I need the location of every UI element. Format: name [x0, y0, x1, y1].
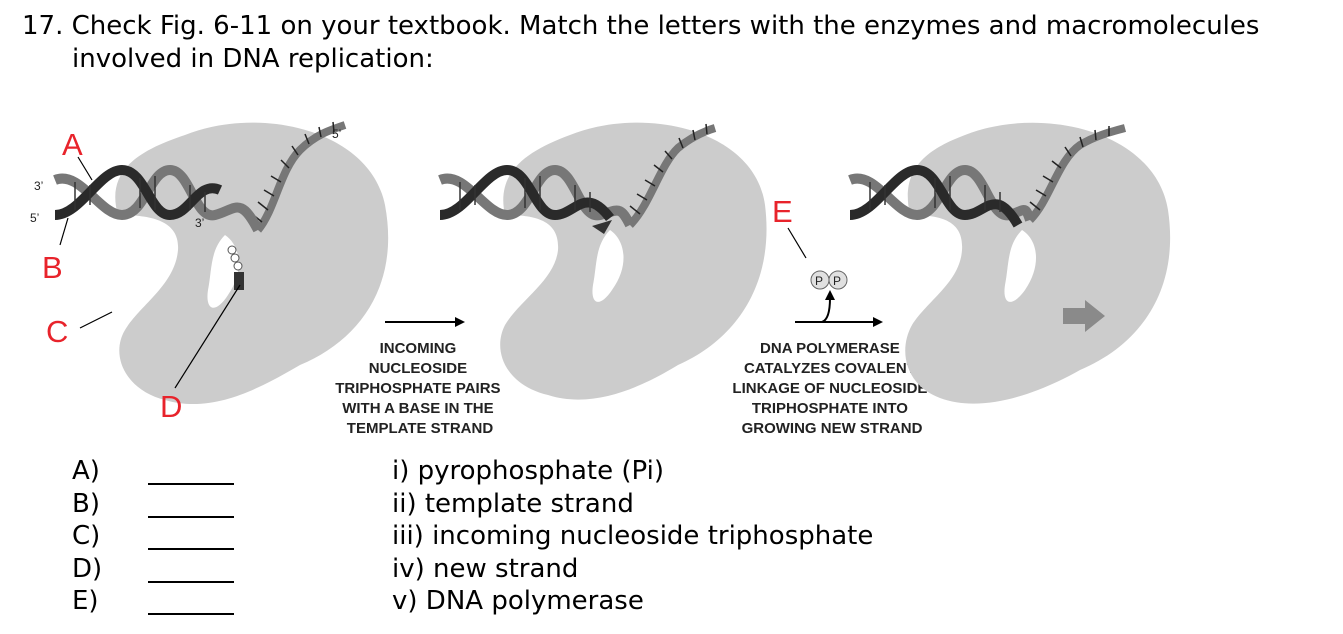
pp-letter-2: P [833, 274, 841, 288]
caption-step-2: DNA POLYMERASE CATALYZES COVALENT LINKAG… [732, 340, 931, 437]
answer-letter: B) [72, 488, 100, 519]
answer-letter: A) [72, 456, 100, 487]
polymerase-shape-1 [115, 122, 389, 405]
pp-letter-1: P [815, 274, 823, 288]
choice-item: v) DNA polymerase [392, 586, 644, 616]
answer-blank-d[interactable] [148, 561, 234, 583]
dna-helix-3 [848, 164, 1035, 228]
question-line-2: involved in DNA replication: [72, 44, 434, 74]
answer-list: A) B) C) D) E) [72, 455, 234, 618]
choice-list: i) pyrophosphate (Pi) ii) template stran… [392, 455, 873, 618]
three-prime-end-label-1: 3’ [34, 179, 43, 193]
choice-item: ii) template strand [392, 488, 634, 519]
step-2-arrow [795, 290, 883, 327]
polymerase-shape-3 [905, 122, 1171, 404]
five-prime-end-label-2: 5’ [332, 127, 341, 141]
label-c: C [46, 314, 68, 349]
panel-1: 3’ 5’ 5’ 3’ A B C D [30, 121, 389, 424]
label-e: E [772, 194, 793, 229]
choice-item: i) pyrophosphate (Pi) [392, 456, 664, 486]
caption-step-1: INCOMING NUCLEOSIDE TRIPHOSPHATE PAIRS W… [335, 340, 504, 437]
panel-3 [848, 122, 1171, 404]
step-1-arrow [385, 317, 465, 327]
polymerase-shape-2 [500, 122, 767, 400]
template-strand-top-2 [627, 123, 717, 228]
label-a: A [62, 127, 83, 162]
dna-replication-figure: 3’ 5’ 5’ 3’ A B C D INCOMING NUCLEOSIDE … [30, 121, 1171, 437]
five-prime-end-label-1: 5’ [30, 211, 39, 225]
label-b: B [42, 250, 63, 285]
answer-row-b: B) [72, 488, 234, 521]
template-strand-top-1 [251, 121, 347, 233]
choice-item: iv) new strand [392, 553, 579, 584]
answer-blank-a[interactable] [148, 463, 234, 486]
answer-row-a: A) [72, 455, 234, 488]
polymerase-gap-3 [1004, 230, 1037, 302]
incoming-nucleotide-1 [227, 245, 244, 290]
answer-letter: D) [72, 553, 103, 584]
question-line-1: 17. Check Fig. 6-11 on your textbook. Ma… [22, 11, 1260, 41]
dna-helix-1 [53, 164, 263, 233]
answer-row-d: D) [72, 553, 234, 586]
answer-letter: C) [72, 521, 101, 552]
answer-letter: E) [72, 586, 99, 617]
three-prime-end-label-2: 3’ [195, 216, 204, 230]
template-strand-top-3 [1027, 124, 1127, 223]
movement-arrow [1063, 300, 1105, 332]
pyrophosphate-pp: P P [810, 270, 848, 290]
answer-row-c: C) [72, 520, 234, 553]
dna-helix-2 [438, 164, 635, 234]
answer-blank-c[interactable] [148, 528, 234, 551]
polymerase-gap-2 [592, 230, 624, 302]
answer-row-e: E) [72, 585, 234, 618]
panel-2 [438, 122, 767, 400]
answer-blank-e[interactable] [148, 593, 234, 616]
question-text: 17. Check Fig. 6-11 on your textbook. Ma… [22, 10, 1259, 76]
label-d: D [160, 389, 182, 424]
answer-blank-b[interactable] [148, 496, 234, 518]
choice-item: iii) incoming nucleoside triphosphate [392, 521, 874, 551]
